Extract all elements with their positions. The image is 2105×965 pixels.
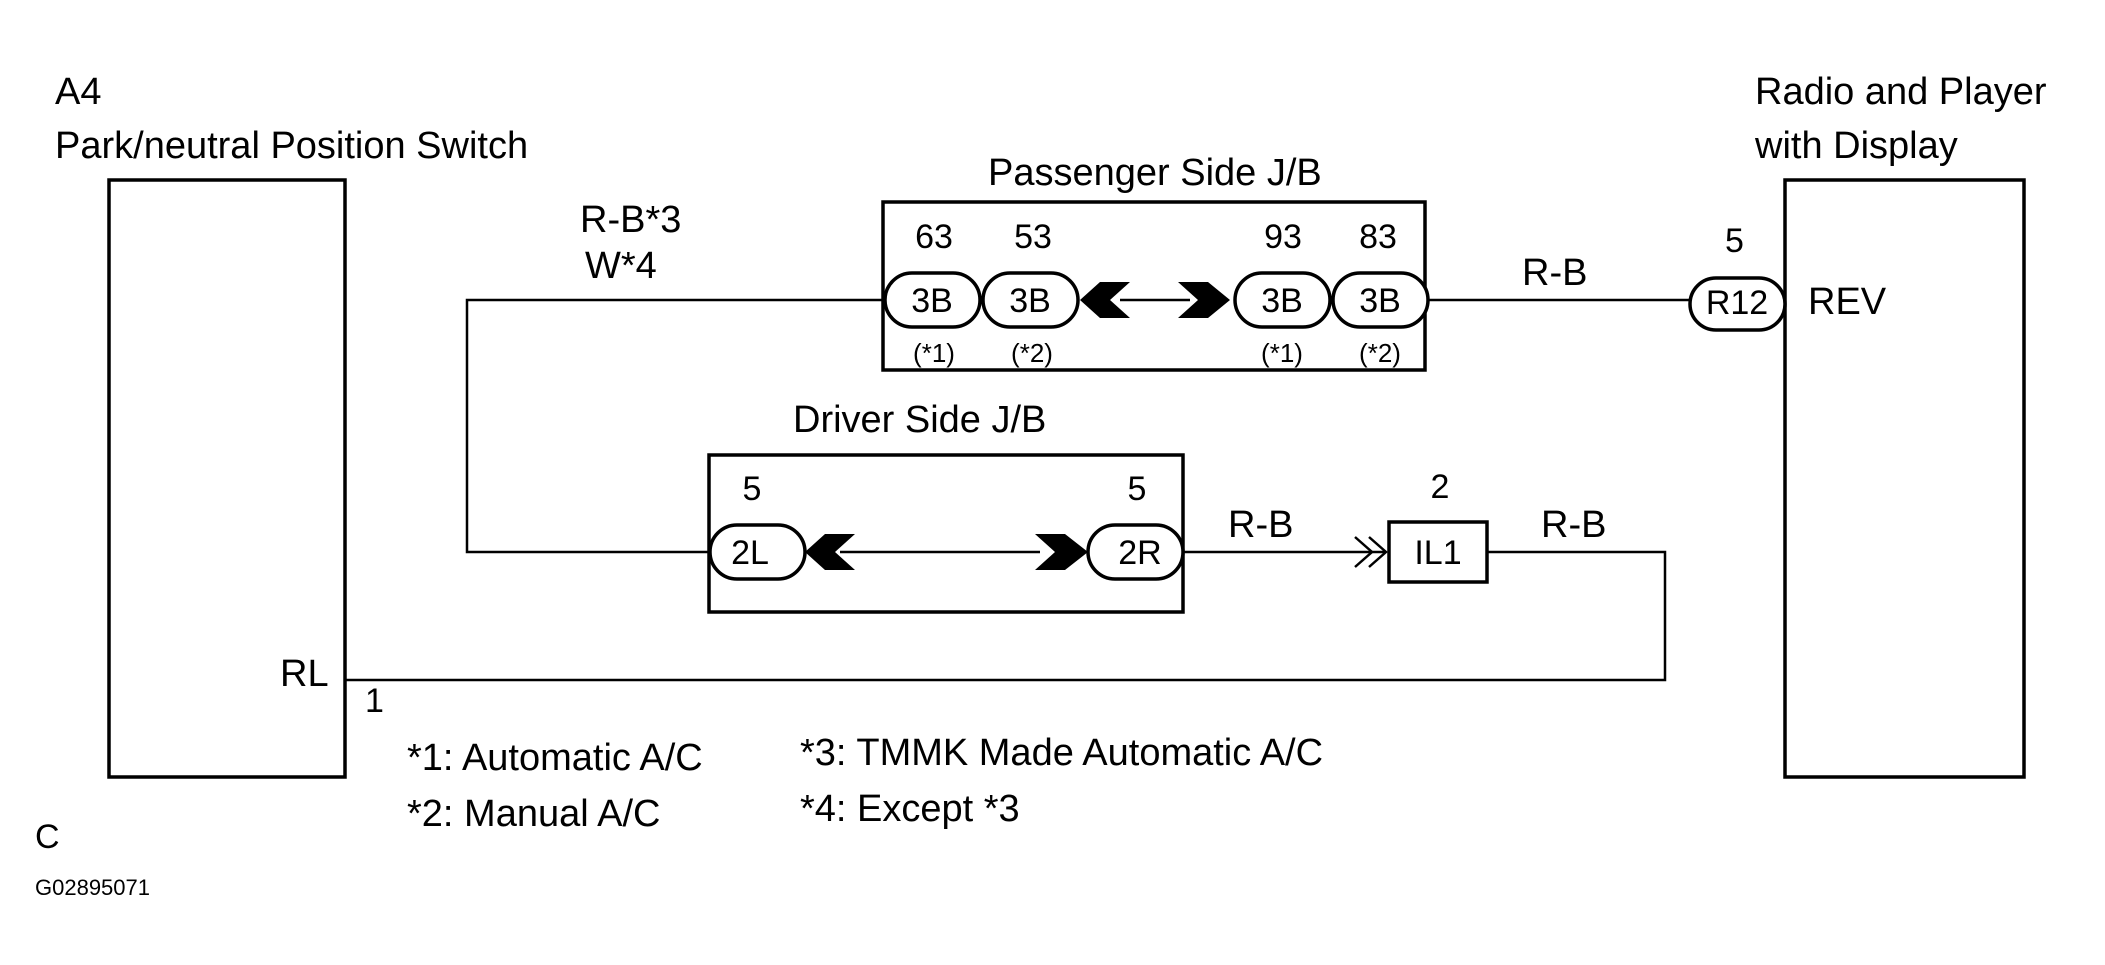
- passenger-connector-3b-4: 3B: [1359, 282, 1401, 320]
- passenger-side-jb: Passenger Side J/B 63 53 93 83 3B 3B 3B …: [881, 152, 1430, 372]
- passenger-connector-3b-3: 3B: [1261, 282, 1303, 320]
- driver-jb-title: Driver Side J/B: [793, 399, 1046, 441]
- passenger-pin-53: 53: [1014, 218, 1052, 256]
- switch-code: A4: [55, 71, 101, 113]
- wire-passenger-to-driver: [465, 298, 885, 554]
- park-neutral-switch: A4 Park/neutral Position Switch RL 1: [55, 71, 528, 779]
- wires: R-B*3 W*4 R-B R-B R-B: [345, 199, 1690, 682]
- passenger-note-1: (*1): [913, 338, 955, 368]
- note-3: *3: TMMK Made Automatic A/C: [800, 732, 1323, 774]
- passenger-left-chevron-icon: [1080, 282, 1130, 318]
- il1-connector: IL1: [1414, 534, 1461, 572]
- driver-jb-box: [707, 453, 1185, 614]
- switch-terminal-rl: RL: [280, 653, 329, 695]
- switch-pin-1: 1: [365, 682, 384, 720]
- radio-connector-r12: R12: [1706, 284, 1768, 322]
- wire-label-to-il1: R-B: [1228, 504, 1293, 546]
- radio-pin-5: 5: [1725, 222, 1744, 260]
- driver-connector-2r: 2R: [1118, 534, 1161, 572]
- note-1: *1: Automatic A/C: [407, 737, 703, 779]
- passenger-note-2: (*2): [1011, 338, 1053, 368]
- passenger-connector-3b-2: 3B: [1009, 282, 1051, 320]
- note-4: *4: Except *3: [800, 788, 1020, 830]
- radio-connector-pill: [1688, 276, 1787, 332]
- radio-name-line1: Radio and Player: [1755, 71, 2047, 113]
- passenger-pin-93: 93: [1264, 218, 1302, 256]
- driver-connector-2l: 2L: [731, 534, 769, 572]
- note-2: *2: Manual A/C: [407, 793, 660, 835]
- il1-pin: 2: [1431, 468, 1450, 506]
- radio-terminal-rev: REV: [1808, 281, 1887, 323]
- wire-il1-to-switch: [345, 550, 1667, 682]
- passenger-connector-pill-3: [1233, 271, 1332, 329]
- passenger-pin-83: 83: [1359, 218, 1397, 256]
- driver-right-chevron-icon: [1035, 534, 1088, 570]
- wire-label-from-il1: R-B: [1541, 504, 1606, 546]
- footer-letter: C: [35, 818, 60, 856]
- passenger-jb-title: Passenger Side J/B: [988, 152, 1322, 194]
- wire-label-rb3: R-B*3: [580, 199, 681, 241]
- radio-player: Radio and Player with Display 5 R12 REV: [1688, 71, 2047, 779]
- passenger-note-4: (*2): [1359, 338, 1401, 368]
- passenger-pin-63: 63: [915, 218, 953, 256]
- passenger-right-chevron-icon: [1178, 282, 1230, 318]
- wire-label-w4: W*4: [585, 245, 657, 287]
- footer-code: G02895071: [35, 875, 150, 900]
- wire-label-to-radio: R-B: [1522, 252, 1587, 294]
- radio-body: [1783, 178, 2026, 779]
- switch-body: [107, 178, 347, 779]
- notes: *1: Automatic A/C *2: Manual A/C *3: TMM…: [407, 732, 1323, 835]
- driver-left-pin: 5: [743, 470, 762, 508]
- passenger-connector-3b-1: 3B: [911, 282, 953, 320]
- driver-right-pin: 5: [1128, 470, 1147, 508]
- passenger-connector-pill-2: [981, 271, 1080, 329]
- driver-left-chevron-icon: [805, 534, 855, 570]
- driver-side-jb: Driver Side J/B 5 5 2L 2R: [707, 399, 1185, 614]
- passenger-note-3: (*1): [1261, 338, 1303, 368]
- switch-name: Park/neutral Position Switch: [55, 125, 528, 167]
- junction-il1: 2 IL1: [1354, 468, 1489, 584]
- radio-name-line2: with Display: [1754, 125, 1958, 167]
